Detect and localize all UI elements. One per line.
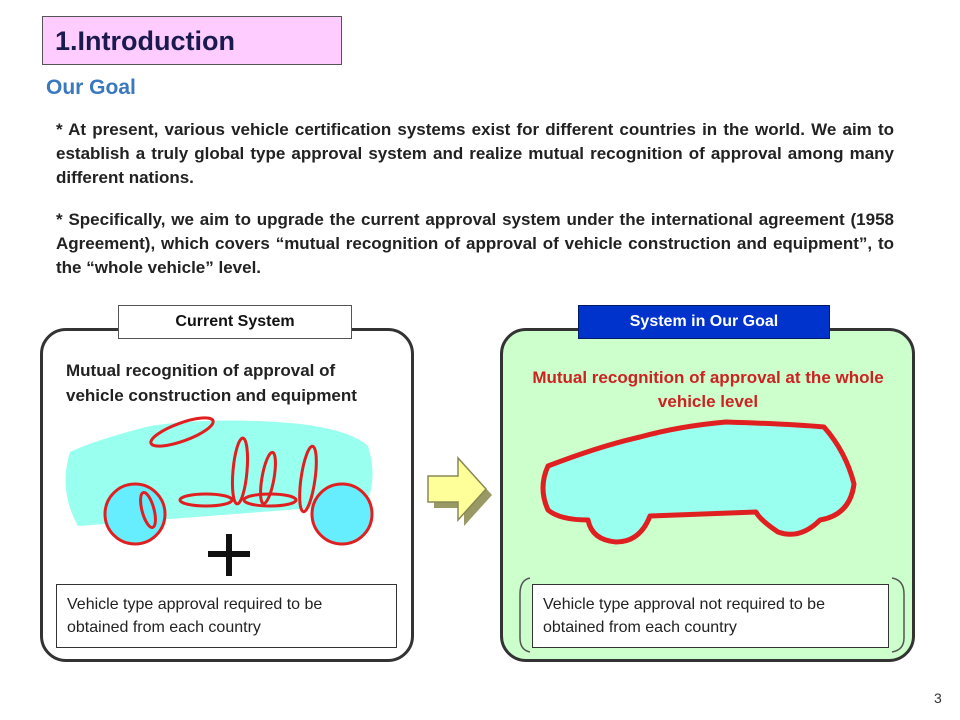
whole-car-illustration: [540, 419, 857, 545]
goal-system-heading: Mutual recognition of approval at the wh…: [532, 368, 884, 411]
current-system-note: Vehicle type approval required to be obt…: [56, 584, 397, 648]
slide-title: 1.Introduction: [42, 16, 342, 65]
goal-paragraph-2: * Specifically, we aim to upgrade the cu…: [56, 210, 894, 277]
note-brackets: [519, 577, 905, 653]
goal-paragraph-1: * At present, various vehicle certificat…: [56, 120, 894, 187]
page-number: 3: [934, 690, 942, 706]
goal-system-tag: System in Our Goal: [578, 305, 830, 339]
right-arrow-icon: [427, 456, 492, 526]
car-components-illustration: [65, 416, 374, 546]
plus-icon: [208, 534, 250, 576]
current-system-heading: Mutual recognition of approval of vehicl…: [66, 361, 357, 405]
current-system-tag: Current System: [118, 305, 352, 339]
goal-system-note: Vehicle type approval not required to be…: [532, 584, 889, 648]
slide-subtitle: Our Goal: [46, 76, 136, 99]
